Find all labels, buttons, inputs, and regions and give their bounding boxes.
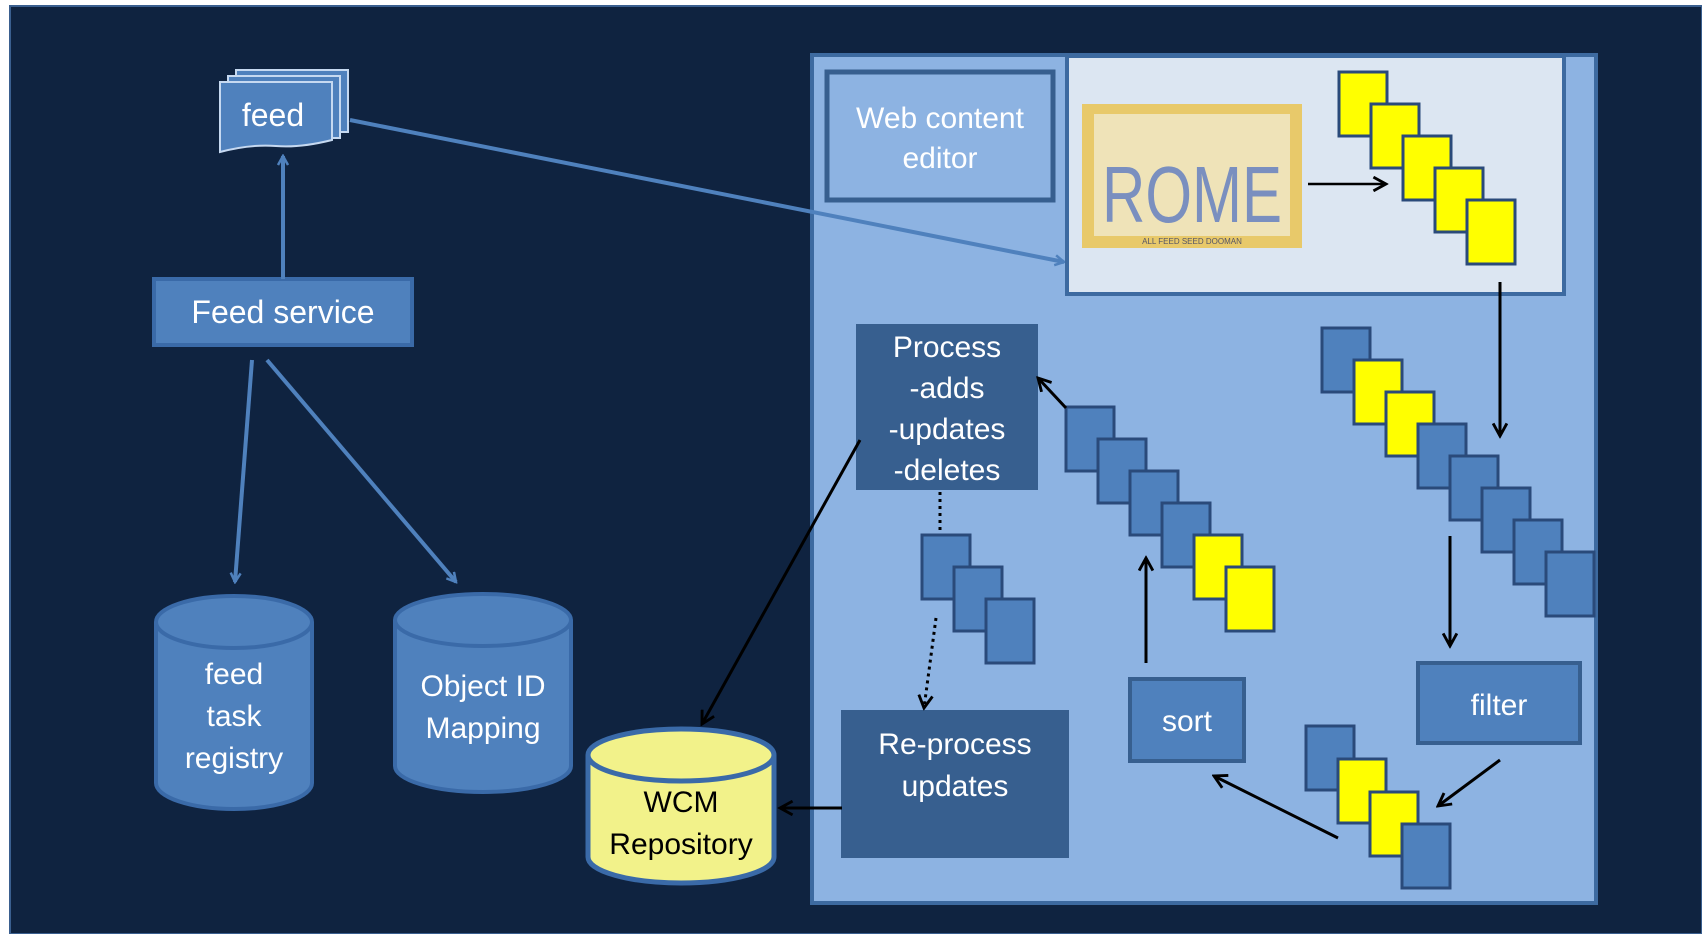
- db-line-1: feed: [205, 658, 263, 691]
- feed-to-rome-arrow: [349, 118, 1064, 262]
- rome-logo: ROME ALL FEED SEED DOOMAN: [1082, 104, 1302, 248]
- sorted-entries-stack: [1064, 405, 1276, 633]
- reprocess-line-2: updates: [902, 770, 1009, 803]
- process-line-1: Process: [893, 331, 1001, 364]
- service-to-mapping-arrow: [265, 358, 456, 582]
- updates-to-reprocess-dotted-arrow: [924, 617, 938, 708]
- db-line-2: Repository: [609, 828, 752, 861]
- db-line-1: WCM: [644, 786, 719, 819]
- parsed-entries-stack: [1337, 70, 1517, 266]
- filtered-to-sort-arrow: [1214, 776, 1339, 840]
- feed-service-box: Feed service: [152, 277, 414, 347]
- db-line-2: task: [206, 700, 262, 733]
- feed-document-icon: feed: [219, 69, 349, 154]
- process-box: Process -adds -updates -deletes: [856, 324, 1038, 490]
- reprocess-line-1: Re-process: [878, 728, 1031, 761]
- task-registry-database: feed task registry: [154, 594, 314, 811]
- web-content-editor-box: Web content editor: [824, 69, 1056, 203]
- filter-label: filter: [1471, 689, 1528, 722]
- editor-line-1: Web content: [856, 102, 1025, 135]
- process-to-wcm-arrow: [702, 439, 862, 724]
- db-line-3: registry: [185, 742, 283, 775]
- sorted-to-process-arrow: [1038, 378, 1068, 410]
- sort-box: sort: [1128, 677, 1246, 763]
- feed-label: feed: [242, 97, 304, 133]
- reprocess-box: Re-process updates: [841, 710, 1069, 858]
- object-id-mapping-database: Object ID Mapping: [393, 592, 573, 794]
- feed-service-label: Feed service: [191, 294, 374, 330]
- process-line-2: -adds: [909, 372, 984, 405]
- process-line-4: -deletes: [894, 454, 1001, 487]
- filter-to-filtered-arrow: [1438, 758, 1501, 806]
- editor-line-2: editor: [902, 142, 977, 175]
- process-line-3: -updates: [889, 413, 1006, 446]
- update-entries-stack: [920, 533, 1036, 665]
- unfiltered-entries-stack: [1320, 326, 1596, 618]
- service-to-registry-arrow: [235, 359, 254, 582]
- db-line-1: Object ID: [420, 670, 545, 703]
- filter-box: filter: [1416, 661, 1582, 745]
- wcm-repository-database: WCM Repository: [585, 726, 777, 886]
- db-line-2: Mapping: [425, 712, 540, 745]
- filtered-entries-stack: [1304, 724, 1452, 890]
- rome-logo-subtext: ALL FEED SEED DOOMAN: [1142, 237, 1242, 246]
- rome-logo-text: ROME: [1102, 150, 1282, 239]
- sort-label: sort: [1162, 705, 1213, 738]
